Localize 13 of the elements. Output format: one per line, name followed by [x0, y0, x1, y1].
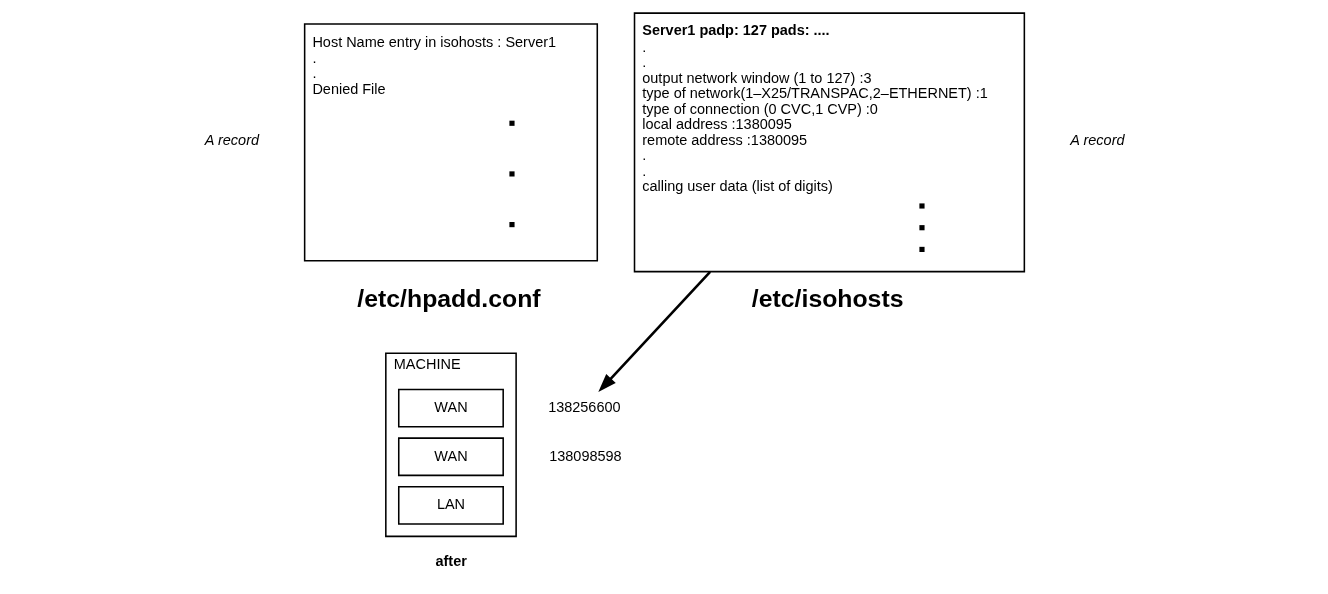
node-label: /etc/isohosts: [751, 284, 903, 312]
node-text: 138256600: [547, 398, 621, 415]
label: after: [434, 552, 467, 569]
arrow: [597, 270, 711, 392]
label: 138098598: [548, 447, 622, 464]
label: A record: [204, 131, 259, 148]
node-box: Host Name entry in isohosts : Server1 . . Denied File: [303, 22, 598, 262]
label: A record: [1069, 131, 1125, 148]
node-box: WAN: [397, 388, 504, 428]
node-label: /etc/hpadd.conf: [356, 284, 541, 312]
node-box: Server1 padp: 127 pads: .... . . output network window (1 to 127) :3 type of network(1–X25/TRANSPAC,2–ETHERNET) :1 type of connection (0 CVC,1 CVP) :0 local address :1380095 remote address :1380095 . . calling user data (list of digits): [633, 11, 1025, 272]
node-box: WAN: [397, 436, 504, 476]
node-box: LAN: [397, 485, 504, 525]
